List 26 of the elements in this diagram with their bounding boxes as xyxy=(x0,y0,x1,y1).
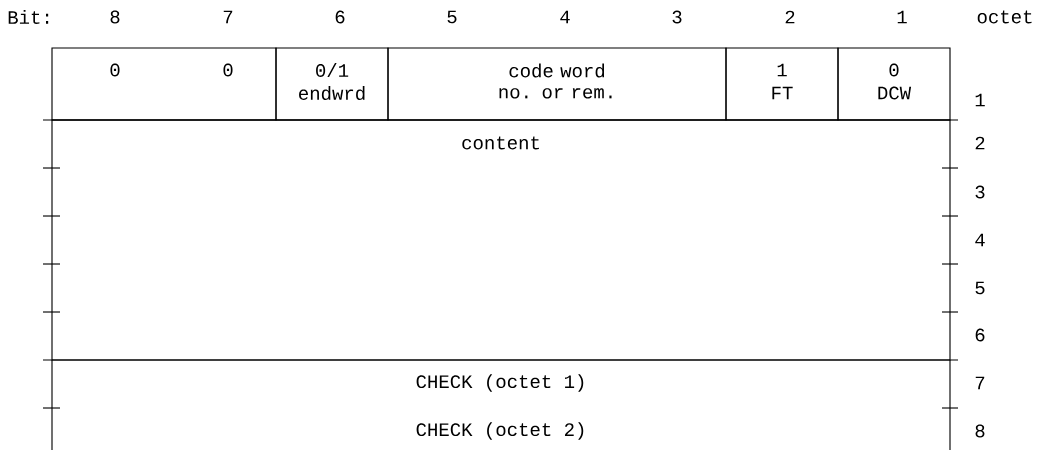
octet-number: 8 xyxy=(975,424,985,438)
bit-label: 7 xyxy=(223,10,233,24)
octet-number: 5 xyxy=(975,281,985,295)
octet-number: 4 xyxy=(975,233,985,247)
bit-label: Bit: xyxy=(8,10,49,24)
bit-label: 5 xyxy=(447,10,457,24)
octet-number: 2 xyxy=(975,136,985,150)
field-cell: CHECK (octet 1) xyxy=(51,359,951,409)
bit-label: 1 xyxy=(897,10,907,24)
octet-number: 3 xyxy=(975,185,985,199)
octet-number: 7 xyxy=(975,376,985,390)
bit-label: 4 xyxy=(560,10,570,24)
field-cell: code word no. or rem. xyxy=(387,47,727,121)
octet-number: 6 xyxy=(975,328,985,342)
bit-label: 2 xyxy=(785,10,795,24)
field-cell: 0 DCW xyxy=(837,47,951,121)
field-cell: 1 FT xyxy=(725,47,839,121)
field-cell: 0/1 endwrd xyxy=(275,47,389,121)
field-cell: CHECK (octet 2) xyxy=(51,407,951,450)
bit-label: 8 xyxy=(110,10,120,24)
field-cell: 0 0 xyxy=(51,47,277,121)
bit-label: octet xyxy=(977,10,1032,24)
octet-number: 1 xyxy=(975,93,985,107)
bit-label: 3 xyxy=(672,10,682,24)
field-cell: content xyxy=(51,119,951,361)
bit-label: 6 xyxy=(335,10,345,24)
